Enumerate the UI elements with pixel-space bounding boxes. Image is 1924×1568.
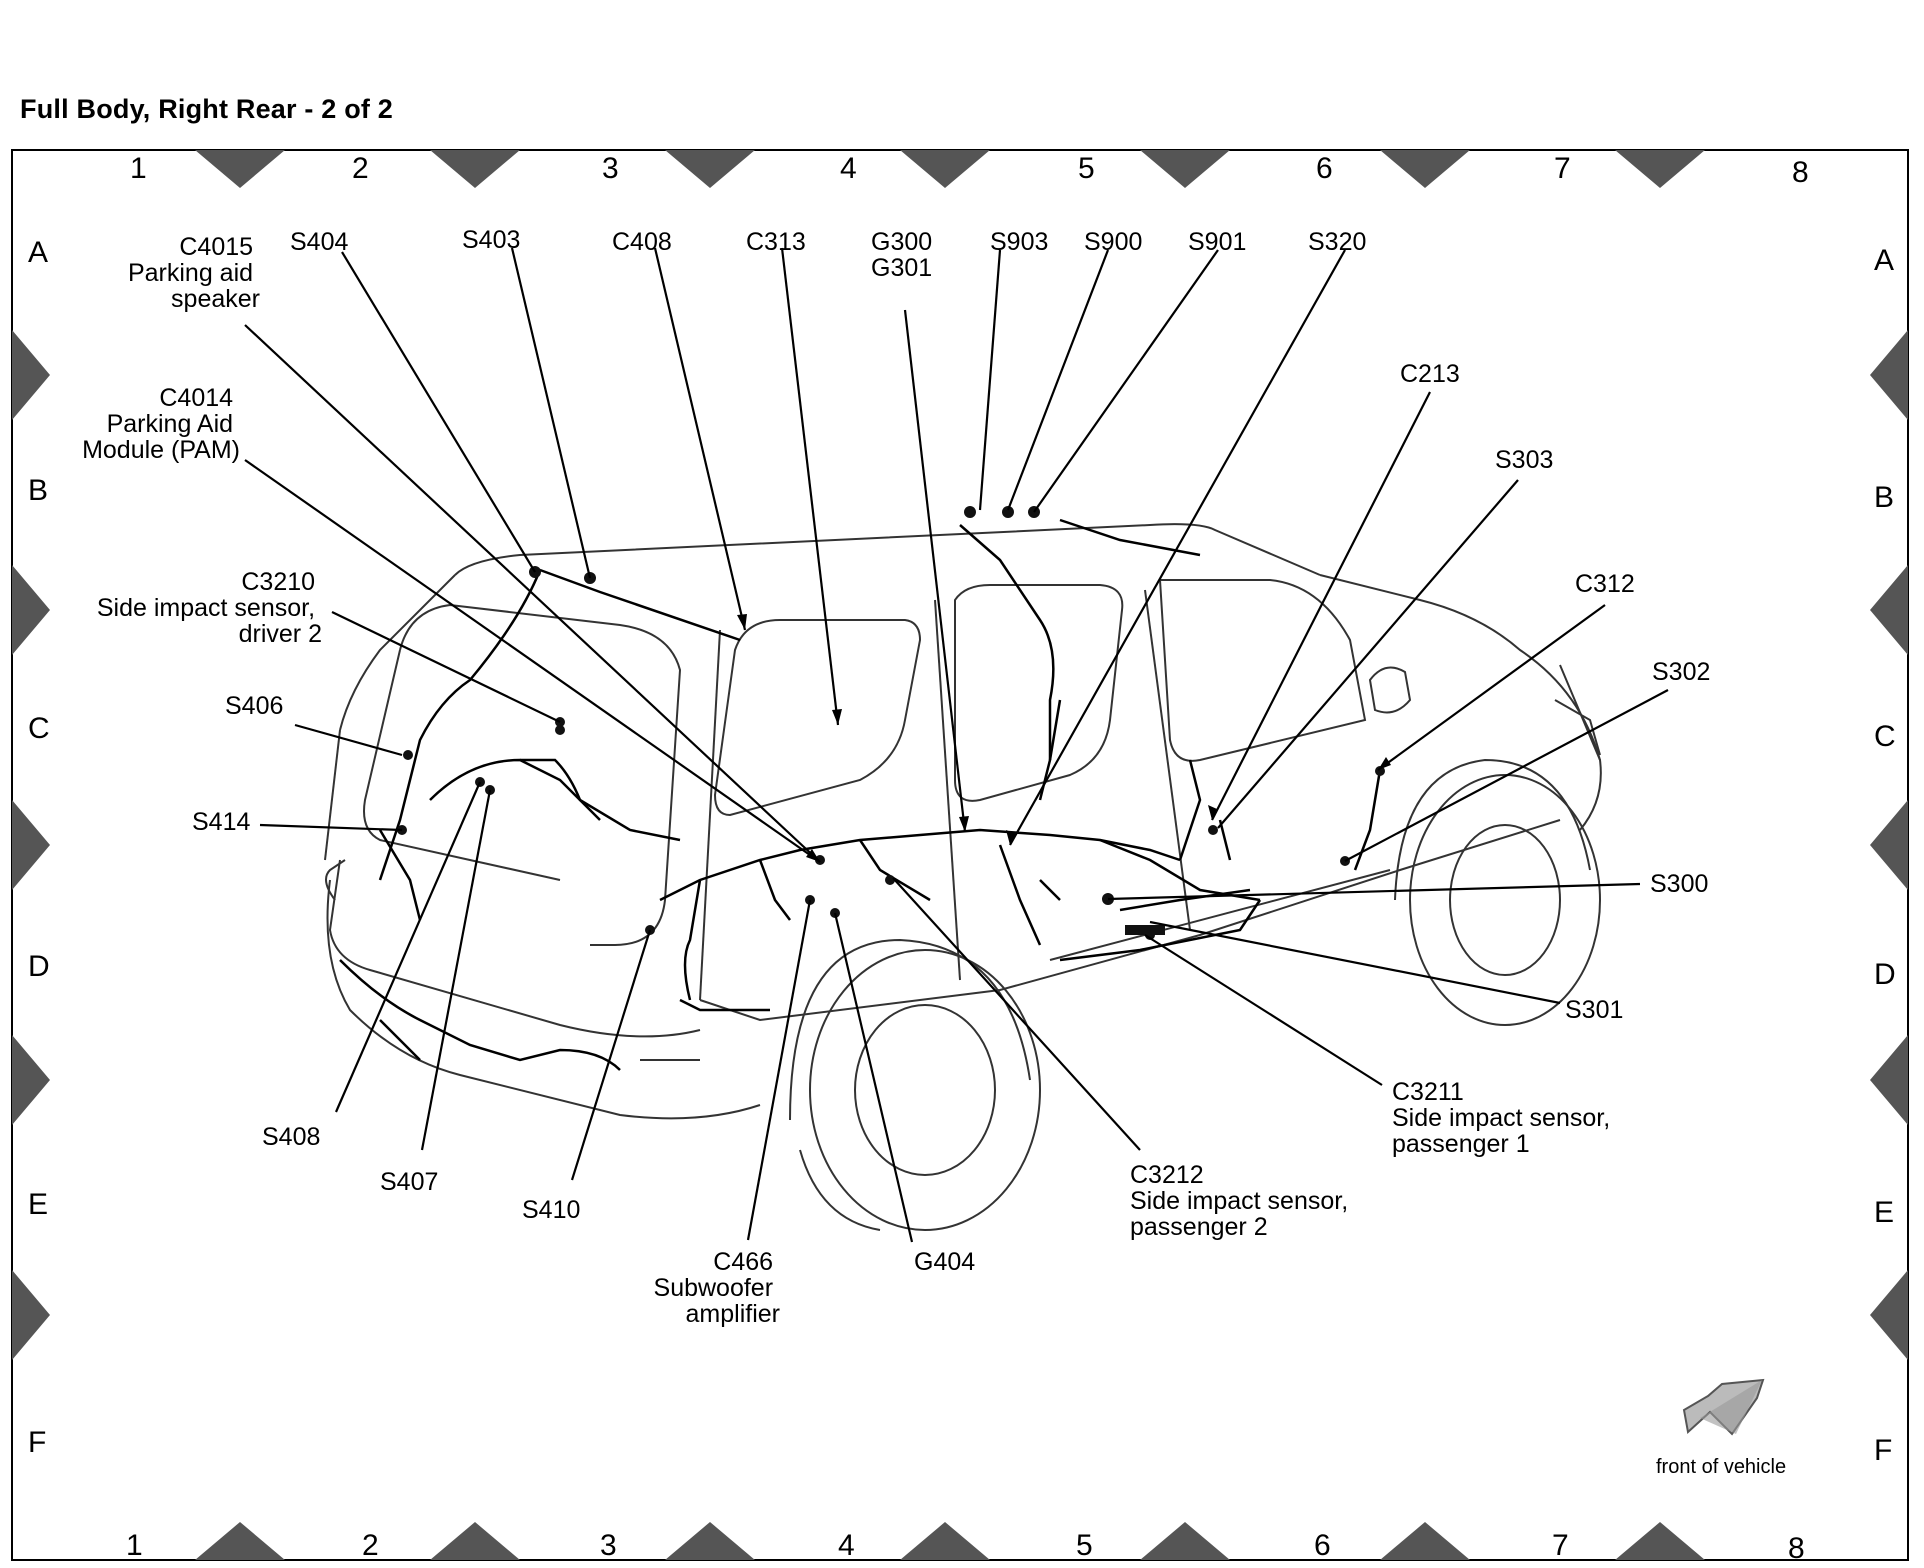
page-title: Full Body, Right Rear - 2 of 2 bbox=[20, 94, 394, 124]
label-s901: S901 bbox=[1188, 228, 1246, 256]
label-c3211: C3211 Side impact sensor, passenger 1 bbox=[1392, 1078, 1617, 1158]
label-s406: S406 bbox=[225, 692, 283, 720]
diagram-frame bbox=[11, 149, 1909, 1561]
col-label-top: 4 bbox=[840, 152, 857, 185]
label-c4015: C4015 Parking aid speaker bbox=[128, 233, 260, 313]
row-label-right: E bbox=[1874, 1196, 1894, 1229]
row-label-left: C bbox=[28, 712, 50, 745]
row-label-right: B bbox=[1874, 481, 1894, 514]
row-label-left: E bbox=[28, 1188, 48, 1221]
col-label-top: 7 bbox=[1554, 152, 1571, 185]
col-label-bottom: 3 bbox=[600, 1529, 617, 1562]
callout-labels: C4015 Parking aid speaker S404 S403 C408… bbox=[82, 226, 1710, 1328]
label-g300-g301: G300 G301 bbox=[871, 228, 939, 282]
label-s300: S300 bbox=[1650, 870, 1708, 898]
label-c213: C213 bbox=[1400, 360, 1460, 388]
row-label-right: D bbox=[1874, 958, 1896, 991]
connector-markers bbox=[397, 506, 1385, 940]
label-s302: S302 bbox=[1652, 658, 1710, 686]
label-c312: C312 bbox=[1575, 570, 1635, 598]
label-c408: C408 bbox=[612, 228, 672, 256]
col-label-bottom: 2 bbox=[362, 1529, 379, 1562]
leader-arrowheads bbox=[737, 614, 1391, 862]
col-label-bottom: 1 bbox=[126, 1529, 143, 1562]
front-of-vehicle-label: front of vehicle bbox=[1656, 1456, 1786, 1478]
col-label-bottom: 4 bbox=[838, 1529, 855, 1562]
col-label-bottom: 5 bbox=[1076, 1529, 1093, 1562]
label-s408: S408 bbox=[262, 1123, 320, 1151]
row-label-right: F bbox=[1874, 1434, 1892, 1467]
label-g404: G404 bbox=[914, 1248, 975, 1276]
col-label-bottom: 7 bbox=[1552, 1529, 1569, 1562]
row-label-left: F bbox=[28, 1426, 46, 1459]
row-label-right: A bbox=[1874, 244, 1894, 277]
col-label-top: 3 bbox=[602, 152, 619, 185]
label-s900: S900 bbox=[1084, 228, 1142, 256]
row-label-right: C bbox=[1874, 720, 1896, 753]
wiring-harness bbox=[339, 518, 1382, 1071]
label-c466: C466 Subwoofer amplifier bbox=[654, 1248, 780, 1328]
col-label-top: 1 bbox=[130, 152, 147, 185]
label-s410: S410 bbox=[522, 1196, 580, 1224]
label-s320: S320 bbox=[1308, 228, 1366, 256]
row-label-left: D bbox=[28, 950, 50, 983]
row-label-left: B bbox=[28, 474, 48, 507]
label-s301: S301 bbox=[1565, 996, 1623, 1024]
label-s303: S303 bbox=[1495, 446, 1553, 474]
col-label-top: 6 bbox=[1316, 152, 1333, 185]
col-label-top: 5 bbox=[1078, 152, 1095, 185]
label-c313: C313 bbox=[746, 228, 806, 256]
vehicle-outline bbox=[324, 523, 1602, 1231]
grid-labels: 1 2 3 4 5 6 7 8 1 2 3 4 5 6 7 8 A B C D … bbox=[28, 152, 1896, 1565]
label-s903: S903 bbox=[990, 228, 1048, 256]
leader-lines bbox=[244, 247, 1669, 1243]
grid-markers bbox=[12, 150, 1908, 1560]
col-label-bottom: 6 bbox=[1314, 1529, 1331, 1562]
row-label-left: A bbox=[28, 236, 48, 269]
label-s404: S404 bbox=[290, 228, 348, 256]
front-arrow-icon bbox=[1682, 1378, 1765, 1436]
label-c4014: C4014 Parking Aid Module (PAM) bbox=[82, 384, 240, 464]
label-c3212: C3212 Side impact sensor, passenger 2 bbox=[1130, 1161, 1355, 1241]
col-label-bottom: 8 bbox=[1788, 1532, 1805, 1565]
label-c3210: C3210 Side impact sensor, driver 2 bbox=[97, 568, 322, 648]
label-s414: S414 bbox=[192, 808, 250, 836]
label-s407: S407 bbox=[380, 1168, 438, 1196]
label-s403: S403 bbox=[462, 226, 520, 254]
col-label-top: 2 bbox=[352, 152, 369, 185]
col-label-top: 8 bbox=[1792, 156, 1809, 189]
